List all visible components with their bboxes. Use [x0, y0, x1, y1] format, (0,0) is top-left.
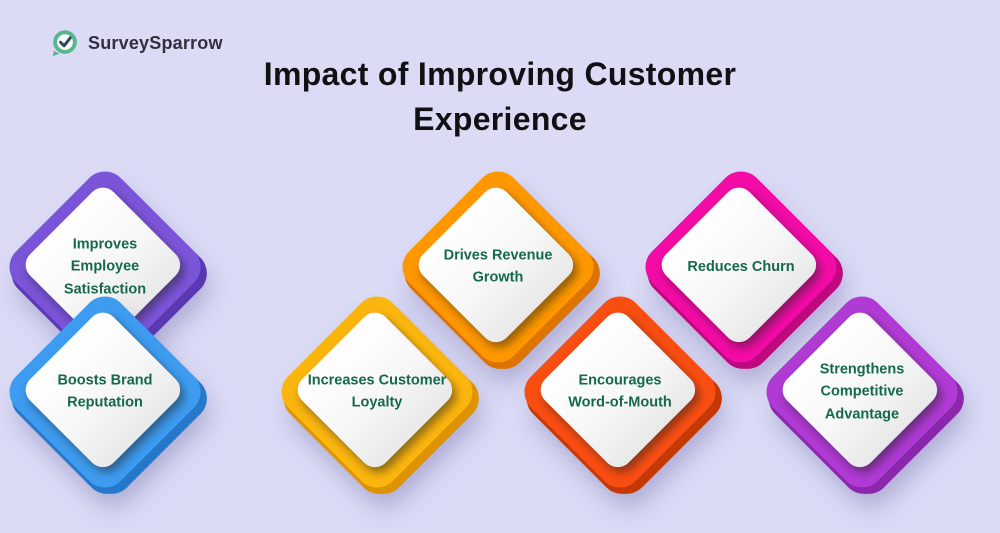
brand-logo: SurveySparrow — [50, 28, 223, 58]
impact-card-reduces-churn: Reduces Churn — [636, 162, 846, 372]
impact-card-label: Increases Customer Loyalty — [307, 372, 447, 411]
impact-card-label: Drives Revenue Growth — [443, 247, 553, 286]
brand-name: SurveySparrow — [88, 32, 223, 53]
impact-card-boosts-brand-reputation: Boosts Brand Reputation — [0, 287, 210, 497]
impact-card-label: Strengthens Competitive Advantage — [819, 361, 905, 423]
impact-card-label: Reduces Churn — [687, 258, 795, 275]
impact-card-encourages-word-of-mouth: Encourages Word-of-Mouth — [515, 287, 725, 497]
impact-card-label: Encourages Word-of-Mouth — [568, 372, 672, 411]
impact-card-drives-revenue-growth: Drives Revenue Growth — [393, 162, 603, 372]
impact-card-label: Boosts Brand Reputation — [57, 372, 153, 411]
impact-card-label: Improves Employee Satisfaction — [63, 236, 147, 298]
impact-card-strengthens-competitive-advantage: Strengthens Competitive Advantage — [757, 287, 967, 497]
impact-card-improves-employee-satisfaction: Improves Employee Satisfaction — [0, 162, 210, 372]
impact-card-increases-customer-loyalty: Increases Customer Loyalty — [272, 287, 482, 497]
sparrow-check-icon — [50, 28, 80, 58]
page-title: Impact of Improving Customer Experience — [263, 56, 737, 137]
